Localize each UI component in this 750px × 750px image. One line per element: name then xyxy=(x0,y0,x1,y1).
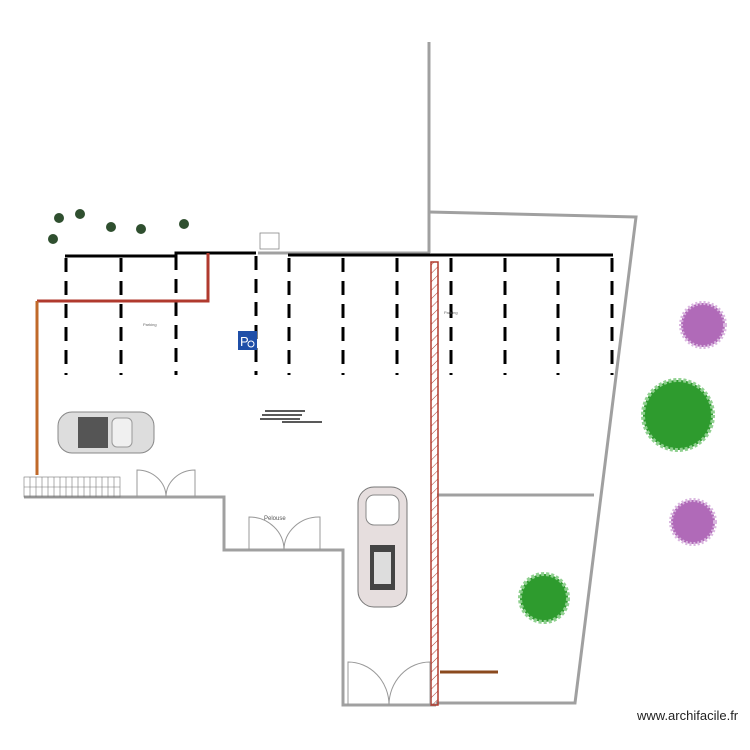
trees xyxy=(48,209,727,624)
zone-label-pelouse: Pelouse xyxy=(264,516,286,522)
parking-lines xyxy=(64,251,614,375)
watermark[interactable]: www.archifacile.fr xyxy=(637,708,739,723)
hatched-wall xyxy=(430,261,439,706)
tree-pink-1 xyxy=(679,301,727,349)
red-fence xyxy=(37,253,210,303)
tree-pink-2 xyxy=(669,498,717,546)
shrub xyxy=(75,209,85,219)
zone-label-parking-1: Parking xyxy=(143,322,157,327)
car-top-left xyxy=(57,411,155,454)
shrub xyxy=(106,222,116,232)
double-doors xyxy=(136,469,431,706)
tree-green-2 xyxy=(518,572,570,624)
zone-label-parking-2: Parking xyxy=(444,310,458,315)
tree-green-1 xyxy=(641,378,715,452)
car-vertical xyxy=(357,486,408,608)
shrub xyxy=(136,224,146,234)
svg-text:P: P xyxy=(240,334,249,349)
shrub xyxy=(179,219,189,229)
staircase xyxy=(23,476,121,498)
accessible-parking-icon: P xyxy=(238,331,257,350)
bike-rack xyxy=(260,410,322,423)
shrub xyxy=(48,234,58,244)
utility-box xyxy=(259,232,280,250)
shrub xyxy=(54,213,64,223)
